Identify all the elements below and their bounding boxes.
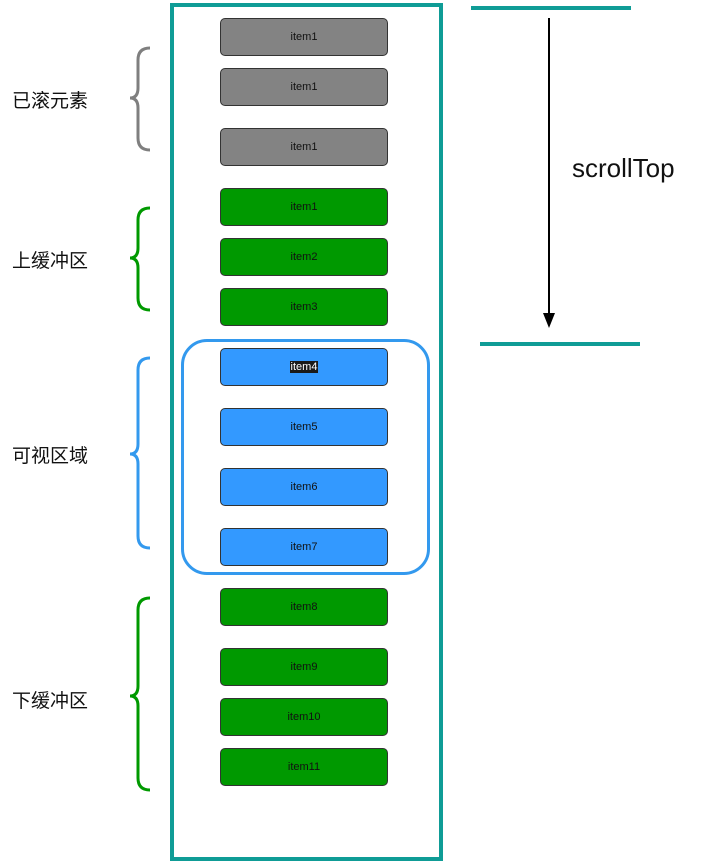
scroll-arrow-head	[543, 313, 555, 328]
item-label: item1	[290, 201, 318, 213]
upper-buffer-label: 上缓冲区	[12, 250, 89, 272]
lower-buffer-item: item10	[220, 698, 388, 736]
scrolled-item: item1	[220, 18, 388, 56]
item-label: item7	[290, 541, 318, 553]
item-label: item8	[290, 601, 318, 613]
item-label: item2	[290, 251, 318, 263]
scrolled-item: item1	[220, 68, 388, 106]
item-label: item6	[290, 481, 318, 493]
visible-area-frame	[181, 339, 430, 575]
lower-buffer-item: item11	[220, 748, 388, 786]
upper-buffer-bracket	[129, 206, 151, 312]
lower-buffer-item: item8	[220, 588, 388, 626]
visible-item: item7	[220, 528, 388, 566]
item-label: item9	[290, 661, 318, 673]
visible-bracket	[129, 356, 151, 550]
visible-item: item5	[220, 408, 388, 446]
visible-region-label: 可视区域	[12, 445, 89, 467]
visible-item: item4	[220, 348, 388, 386]
item-label: item3	[290, 301, 318, 313]
item-label: item10	[287, 711, 321, 723]
scrolled-item: item1	[220, 128, 388, 166]
item-label: item4	[289, 361, 319, 373]
item-label: item11	[287, 761, 321, 773]
list-container	[170, 3, 443, 861]
item-label: item1	[290, 141, 318, 153]
lower-buffer-bracket	[129, 596, 151, 792]
upper-buffer-item: item2	[220, 238, 388, 276]
lower-buffer-item: item9	[220, 648, 388, 686]
scroll-top-label: scrollTop	[572, 153, 675, 183]
item-label: item1	[290, 81, 318, 93]
upper-buffer-item: item3	[220, 288, 388, 326]
item-label: item1	[290, 31, 318, 43]
upper-buffer-item: item1	[220, 188, 388, 226]
scrolled-region-label: 已滚元素	[12, 90, 89, 112]
visible-item: item6	[220, 468, 388, 506]
item-label: item5	[290, 421, 318, 433]
scrolled-bracket	[129, 46, 151, 152]
lower-buffer-label: 下缓冲区	[12, 690, 89, 712]
